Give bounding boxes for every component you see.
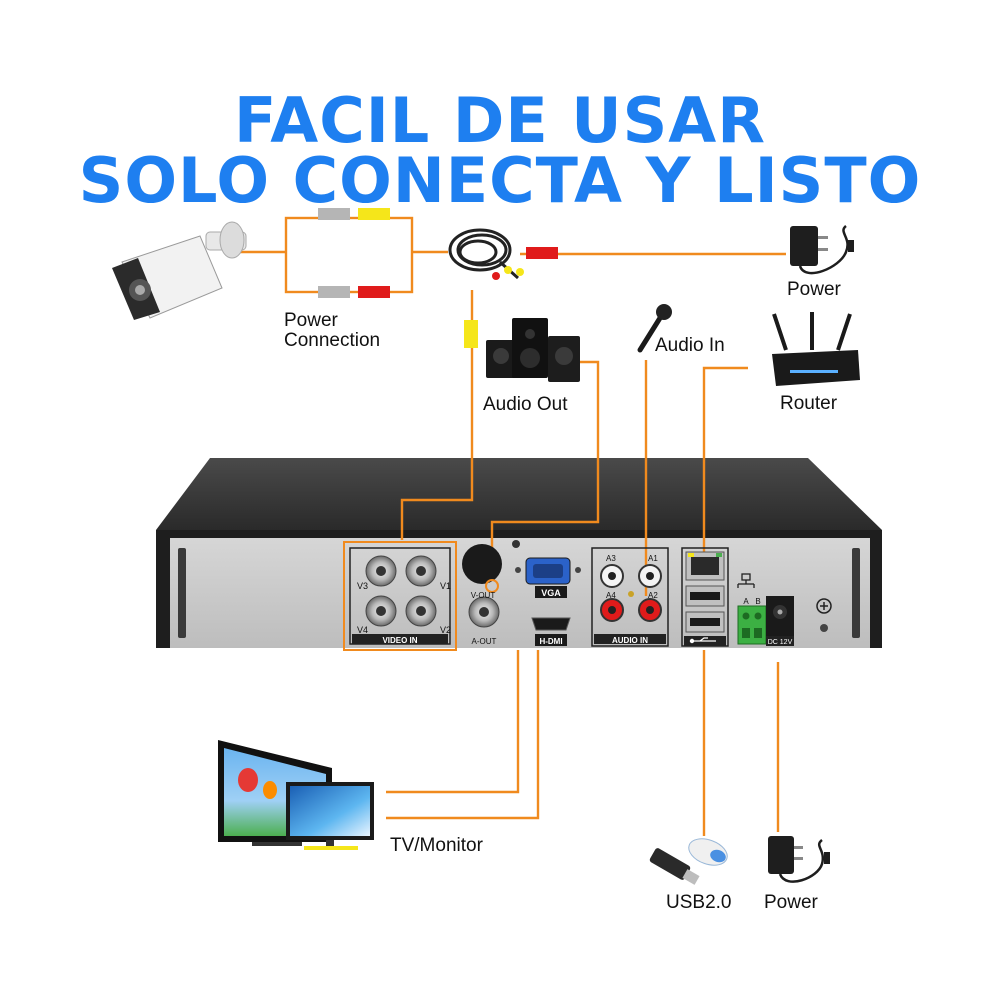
- power-connection-wire: [284, 216, 414, 294]
- vga-wire: [386, 650, 520, 794]
- audio-in-group: [591, 547, 669, 647]
- power-adapter-icon: [768, 836, 830, 883]
- a3-label: A3: [606, 554, 616, 563]
- power-adapter-icon: [790, 225, 854, 275]
- hdmi-wire: [386, 650, 540, 820]
- usb-symbol-icon: [689, 637, 716, 644]
- power-connection-label-2: Connection: [284, 330, 381, 351]
- a2-label: A2: [648, 591, 658, 600]
- audio-in-label: Audio In: [655, 335, 725, 356]
- title-line-2: SOLO CONECTA Y LISTO: [78, 144, 922, 217]
- mouse-icon: [688, 838, 728, 866]
- a4-label: A4: [606, 591, 616, 600]
- terminal-a-label: A: [743, 597, 749, 606]
- monitor-icon: [286, 782, 374, 850]
- a-out-label: A-OUT: [472, 637, 497, 646]
- v2-label: V2: [440, 625, 451, 635]
- ground-icon: [816, 598, 832, 632]
- dvr-chassis: [156, 458, 882, 648]
- video-wire: [400, 290, 474, 540]
- vga-label: VGA: [541, 588, 561, 598]
- yellow-plug: [358, 208, 390, 220]
- vga-port: [515, 557, 581, 598]
- v4-label: V4: [357, 625, 368, 635]
- usb-drive-icon: [649, 848, 700, 885]
- microphone-icon: [637, 304, 672, 353]
- lan-usb-group: [681, 547, 729, 647]
- wires: [240, 216, 786, 836]
- v1-label: V1: [440, 581, 451, 591]
- usb-label: USB2.0: [666, 892, 732, 913]
- dc-label: DC 12V: [768, 639, 793, 646]
- video-in-label: VIDEO IN: [382, 636, 417, 645]
- hdmi-label: H-DMI: [539, 637, 562, 646]
- alarm-terminal: [737, 605, 767, 645]
- red-plug: [358, 286, 390, 298]
- audio-out-label: Audio Out: [483, 394, 568, 415]
- v3-label: V3: [357, 581, 368, 591]
- network-wire: [702, 366, 748, 552]
- title-line-1: FACIL DE USAR: [233, 84, 766, 157]
- vout-aout-group: [462, 544, 502, 628]
- camera-icon: [112, 221, 247, 320]
- power-label-bottom: Power: [764, 892, 818, 913]
- a1-label: A1: [648, 554, 658, 563]
- video-in-group: [343, 541, 457, 651]
- tv-monitor-label: TV/Monitor: [390, 835, 483, 856]
- speaker-icon: [486, 318, 580, 382]
- terminal-b-label: B: [755, 597, 760, 606]
- hdmi-port: [531, 617, 571, 646]
- router-label: Router: [780, 393, 838, 414]
- audio-out-wire: [490, 360, 600, 578]
- power-label-top: Power: [787, 279, 841, 300]
- router-icon: [772, 312, 860, 386]
- power-connection-label-1: Power: [284, 310, 338, 331]
- network-symbol-icon: [737, 573, 755, 588]
- audio-in-panel-label: AUDIO IN: [612, 636, 648, 645]
- dc-jack: [766, 596, 794, 646]
- cable-icon: [448, 228, 524, 280]
- v-out-label: V-OUT: [471, 591, 496, 600]
